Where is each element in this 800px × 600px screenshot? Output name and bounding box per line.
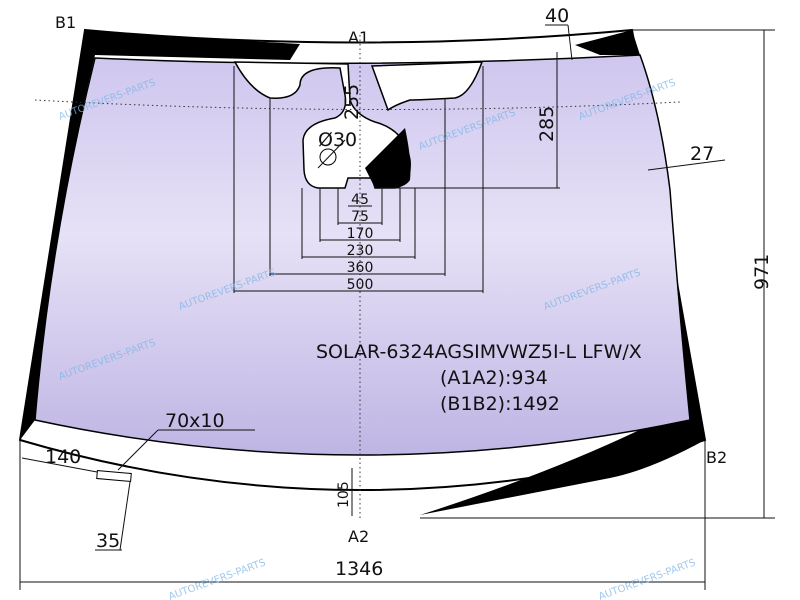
product-b1b2: (B1B2):1492 [440, 393, 560, 415]
dim-75: 75 [351, 209, 369, 225]
sensor-black-area [365, 128, 411, 188]
dim-360: 360 [347, 260, 374, 276]
product-code: SOLAR-6324AGSIMVWZ5I-L LFW/X [316, 341, 642, 363]
sensor-circle [319, 148, 337, 166]
dim-label-box: 70x10 [165, 410, 225, 432]
dim-500: 500 [347, 277, 374, 293]
dim-height: 971 [751, 254, 773, 290]
product-a1a2: (A1A2):934 [440, 367, 548, 389]
point-a1: A1 [348, 28, 369, 47]
mirror-cutout [233, 61, 411, 189]
svg-text:AUTOREVERS-PARTS: AUTOREVERS-PARTS [597, 557, 697, 600]
dim-285: 285 [536, 106, 558, 142]
dim-diameter: Ø30 [318, 129, 357, 151]
dim-top-band: 40 [545, 5, 569, 27]
width-dimension-lines [233, 52, 560, 293]
dim-45: 45 [351, 192, 369, 208]
dim-170: 170 [347, 226, 374, 242]
dim-label-offset-x: 140 [45, 446, 81, 468]
point-b2: B2 [706, 448, 727, 467]
dim-side-band: 27 [690, 143, 714, 165]
point-a2: A2 [348, 527, 369, 546]
mirror-cutout-right [370, 61, 484, 112]
dim-label-offset-y: 35 [96, 530, 120, 552]
dim-255: 255 [341, 84, 363, 120]
svg-text:AUTOREVERS-PARTS: AUTOREVERS-PARTS [167, 557, 267, 600]
dim-bottom-band: 105 [336, 481, 352, 508]
dim-230: 230 [347, 243, 374, 259]
label-area-box [96, 469, 132, 483]
point-b1: B1 [55, 13, 76, 32]
frit-top-right-strip [575, 30, 640, 55]
dotted-reference-line [34, 99, 681, 111]
dim-width: 1346 [335, 558, 383, 580]
